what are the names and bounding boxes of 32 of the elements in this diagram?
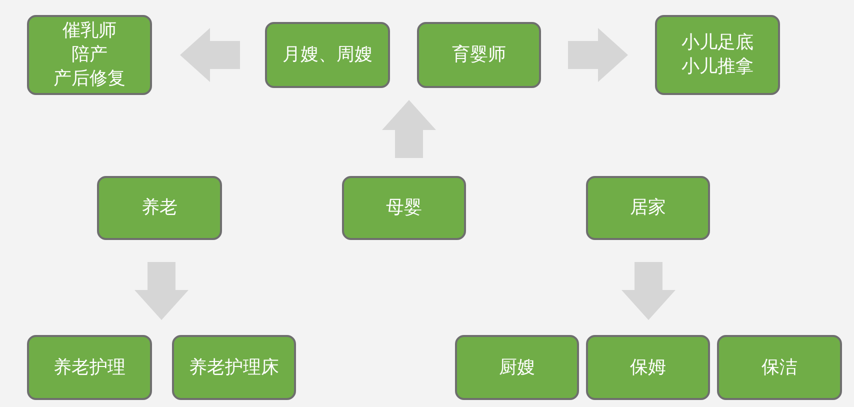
box-label: 催乳师 — [62, 19, 116, 43]
service-box — [655, 15, 780, 95]
service-box — [27, 335, 152, 400]
service-box — [342, 176, 466, 240]
box-label: 保姆 — [630, 356, 666, 380]
box-label: 养老 — [142, 196, 178, 220]
box-label: 月嫂、周嫂 — [282, 43, 372, 67]
block-arrow — [382, 100, 436, 158]
box-label: 小儿推拿 — [682, 55, 754, 79]
box-label: 小儿足底 — [682, 31, 754, 55]
block-arrow — [134, 262, 188, 320]
service-box — [455, 335, 579, 400]
block-arrow — [180, 28, 240, 82]
service-box — [586, 335, 710, 400]
service-box — [717, 335, 842, 400]
service-box — [417, 22, 541, 88]
box-label: 居家 — [630, 196, 666, 220]
service-box — [586, 176, 710, 240]
box-label: 陪产 — [72, 43, 108, 67]
service-box — [265, 22, 390, 88]
box-label: 母婴 — [386, 196, 422, 220]
box-label: 厨嫂 — [499, 356, 535, 380]
box-label: 养老护理 — [54, 356, 126, 380]
box-label: 养老护理床 — [189, 356, 279, 380]
box-label: 育婴师 — [452, 43, 506, 67]
block-arrow — [568, 28, 628, 82]
box-label: 保洁 — [762, 356, 798, 380]
service-box — [27, 15, 152, 95]
service-box — [172, 335, 296, 400]
service-box — [97, 176, 222, 240]
block-arrow — [622, 262, 676, 320]
box-label: 产后修复 — [54, 67, 126, 91]
